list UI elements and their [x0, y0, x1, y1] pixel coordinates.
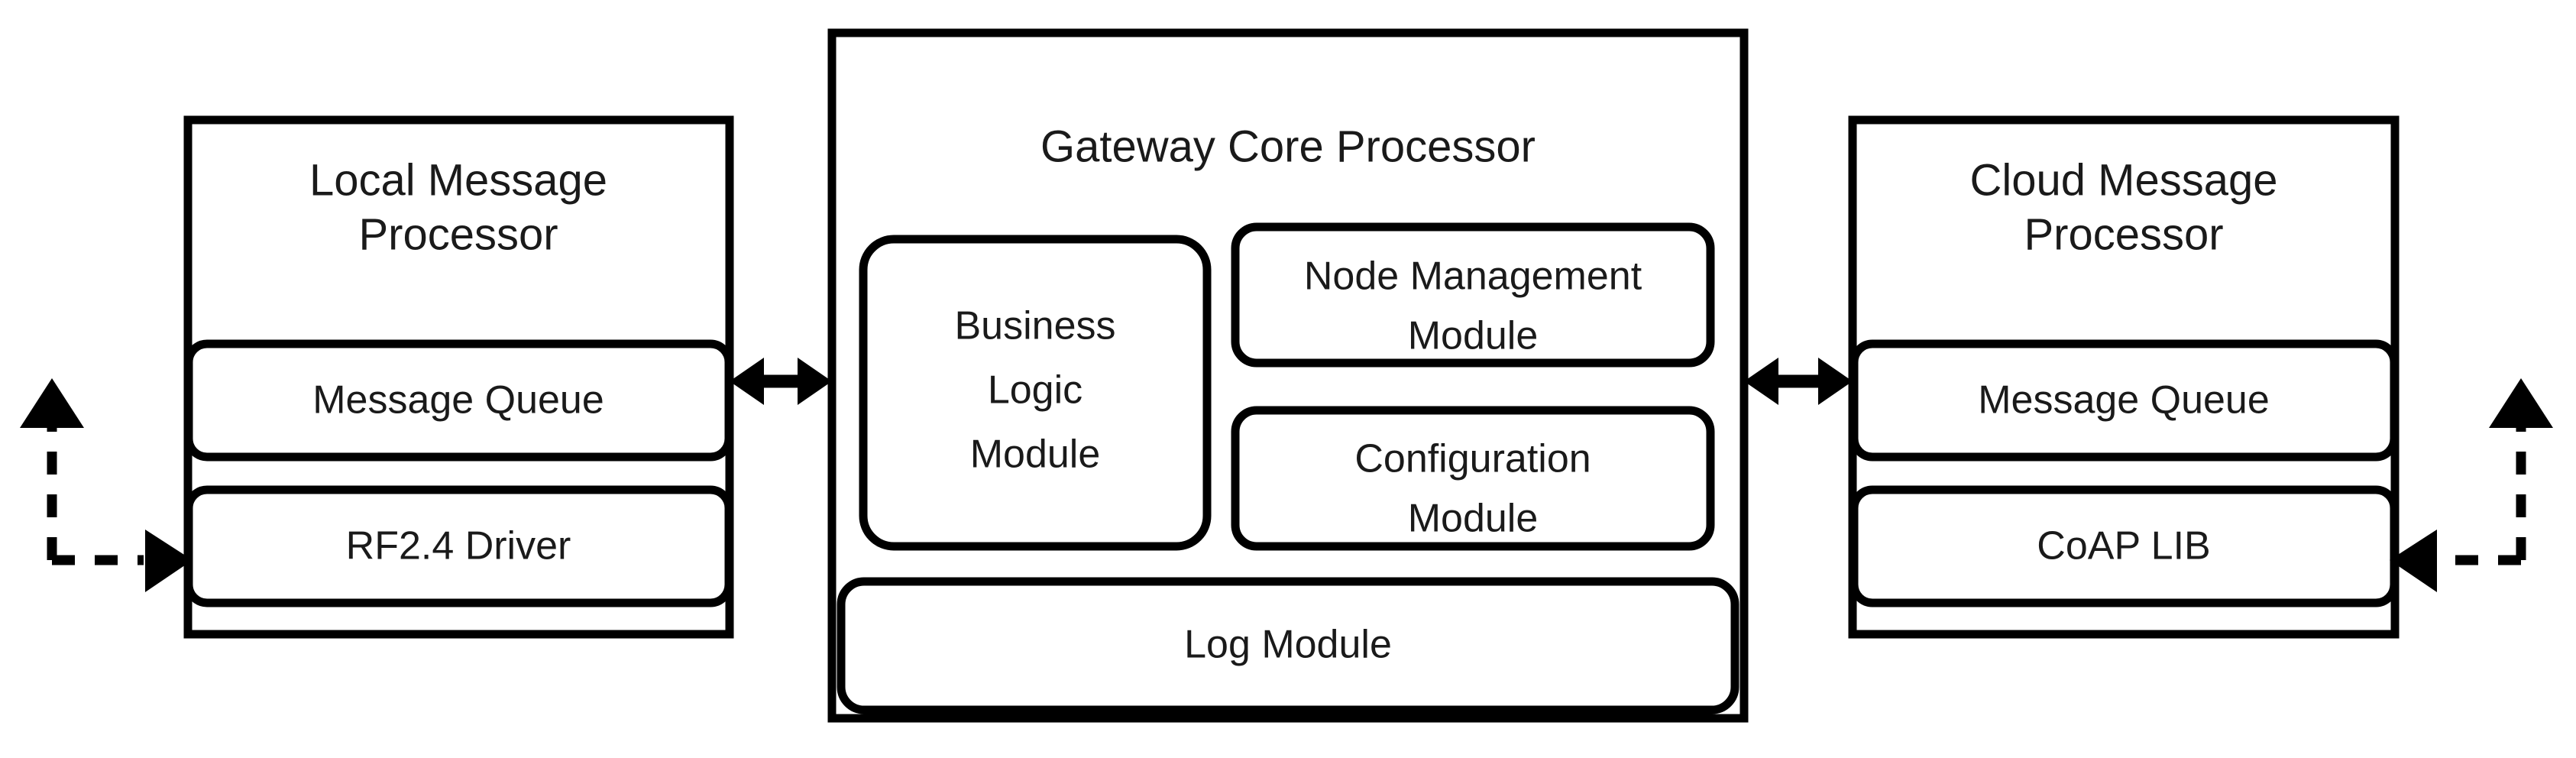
- local-message-queue-module[interactable]: [184, 339, 733, 462]
- cloud-message-processor-block: Cloud Message Processor Message Queue Co…: [1848, 115, 2400, 639]
- business-logic-label-line1: Business: [955, 304, 1116, 348]
- local-rf24-driver-label: RF2.4 Driver: [346, 524, 571, 568]
- configuration-module[interactable]: [1231, 406, 1715, 551]
- log-module[interactable]: [837, 577, 1739, 714]
- external-rf-up-arrowhead: [20, 378, 84, 428]
- gateway-core-title: Gateway Core Processor: [1040, 121, 1536, 171]
- gateway-cloud-arrowhead-left: [1744, 358, 1778, 405]
- cloud-processor-title-line1: Cloud Message: [1970, 155, 2278, 205]
- gateway-cloud-arrowhead-right: [1818, 358, 1853, 405]
- local-gateway-arrowhead-left: [730, 358, 764, 405]
- connector-external-coap-inbound: [2390, 378, 2553, 592]
- cloud-coap-lib-label: CoAP LIB: [2037, 524, 2210, 568]
- node-management-module[interactable]: [1231, 222, 1715, 368]
- local-message-queue-label: Message Queue: [312, 378, 604, 423]
- business-logic-label-line3: Module: [970, 432, 1101, 477]
- external-coap-left-arrowhead: [2390, 530, 2437, 592]
- local-rf24-driver-module[interactable]: [184, 485, 733, 607]
- local-processor-title-line2: Processor: [358, 209, 558, 259]
- configuration-label-line1: Configuration: [1354, 437, 1591, 481]
- local-processor-title-line1: Local Message: [309, 155, 607, 205]
- business-logic-module[interactable]: [859, 235, 1212, 551]
- external-rf-right-arrowhead: [145, 530, 193, 592]
- business-logic-label-line2: Logic: [988, 368, 1083, 413]
- cloud-processor-title-line2: Processor: [2024, 209, 2223, 259]
- cloud-message-queue-label: Message Queue: [1978, 378, 2270, 423]
- local-gateway-arrowhead-right: [798, 358, 832, 405]
- cloud-coap-lib-module[interactable]: [1849, 485, 2399, 607]
- log-module-label: Log Module: [1184, 623, 1392, 667]
- node-management-label-line2: Module: [1408, 314, 1539, 358]
- cloud-message-queue-module[interactable]: [1849, 339, 2399, 462]
- local-message-processor-block: Local Message Processor Message Queue RF…: [183, 115, 734, 639]
- connector-gateway-to-cloud: [1744, 358, 1853, 405]
- gateway-core-processor-block: Gateway Core Processor Business Logic Mo…: [827, 28, 1749, 723]
- external-coap-up-arrowhead: [2489, 378, 2553, 428]
- configuration-label-line2: Module: [1408, 497, 1539, 541]
- connector-local-to-gateway: [730, 358, 832, 405]
- node-management-label-line1: Node Management: [1304, 254, 1642, 299]
- connector-external-rf-inbound: [20, 378, 193, 592]
